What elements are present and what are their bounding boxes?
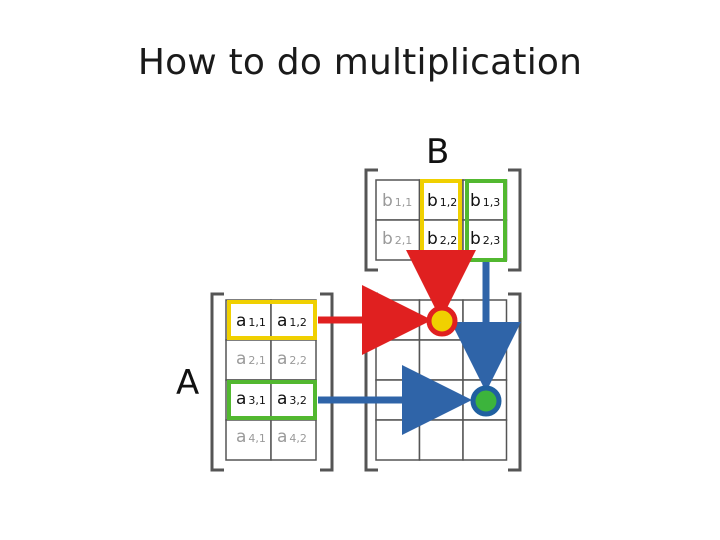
- matrix-b-brackets: [364, 168, 522, 272]
- matrix-c-grid-cell: [462, 419, 508, 461]
- a-row-1-highlight: [227, 300, 317, 340]
- matrix-c-grid-cell: [375, 339, 421, 381]
- a-row-3-highlight: [227, 380, 317, 420]
- matrix-a-brackets: [210, 292, 334, 472]
- product-cell-1-2-marker: [426, 305, 458, 337]
- slide-title: How to do multiplication: [137, 42, 583, 83]
- matrix-a-label: A: [176, 363, 199, 403]
- matrix-a-grid-cell: [270, 419, 317, 461]
- product-cell-3-3-marker: [470, 385, 502, 417]
- matrix-c-grid-cell: [418, 339, 464, 381]
- matrix-c-grid-cell: [375, 419, 421, 461]
- b-column-3-highlight: [465, 179, 507, 262]
- matrix-b-label: B: [426, 132, 449, 172]
- matrix-b-grid: [375, 179, 508, 261]
- matrix-a-grid-cell: [225, 339, 272, 381]
- matrix-c-grid-cell: [418, 419, 464, 461]
